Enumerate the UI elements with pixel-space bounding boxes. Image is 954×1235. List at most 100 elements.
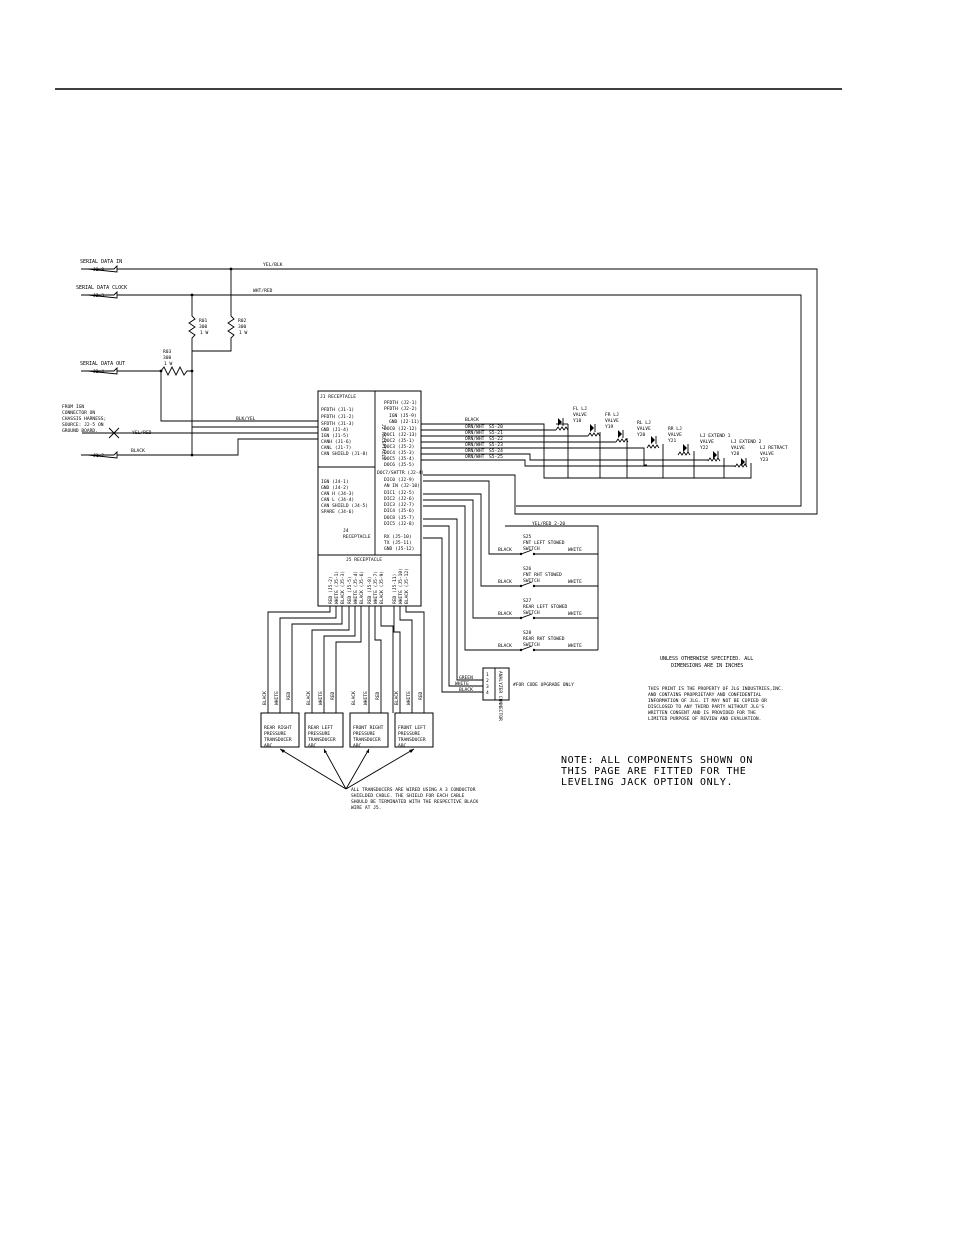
svg-text:S27: S27 xyxy=(523,598,532,604)
transducer-wire-labels: BLACK WHITE RED BLACK WHITE RED BLACK WH… xyxy=(262,691,424,705)
svg-text:3: 3 xyxy=(486,684,489,690)
svg-text:BLACK: BLACK xyxy=(498,611,512,617)
svg-text:LJ EXTEND 2: LJ EXTEND 2 xyxy=(731,439,762,445)
svg-text:CAN SHIELD (J1-8): CAN SHIELD (J1-8) xyxy=(321,451,368,457)
svg-text:ABC: ABC xyxy=(308,743,317,749)
transducer-note: ALL TRANSDUCERS ARE WIRED USING A 3 COND… xyxy=(351,787,478,811)
resistor-r01: R01 300 1 W xyxy=(199,318,209,336)
svg-text:PRESSURE: PRESSURE xyxy=(398,731,420,737)
svg-text:CAN L (J4-4): CAN L (J4-4) xyxy=(321,497,354,503)
svg-text:FR LJ: FR LJ xyxy=(605,412,619,418)
svg-text:WHITE: WHITE xyxy=(406,691,412,705)
svg-text:RED (J5-5): RED (J5-5) xyxy=(347,576,353,604)
svg-text:R02: R02 xyxy=(238,318,247,324)
j4-title: J4 xyxy=(343,528,349,534)
j1-pin-list: PFDTH (J1-1) PFDTH (J1-2) SFDTH (J1-3) G… xyxy=(321,407,368,457)
svg-text:WRITTEN CONSENT AND IS PROVIDE: WRITTEN CONSENT AND IS PROVIDED FOR THE xyxy=(648,710,756,716)
svg-text:LJ RETRACT: LJ RETRACT xyxy=(760,445,788,451)
svg-text:DIC1 (J2-5): DIC1 (J2-5) xyxy=(384,490,414,496)
svg-text:PFDTH (J2-2): PFDTH (J2-2) xyxy=(384,406,417,412)
svg-text:IGN (J4-1): IGN (J4-1) xyxy=(321,479,349,485)
serial-data-clock-label: SERIAL DATA CLOCK xyxy=(76,285,127,291)
valve-fl-lj: FL LJ VALVE Y18 xyxy=(555,406,587,431)
svg-text:TRANSDUCER: TRANSDUCER xyxy=(308,737,336,743)
svg-text:DOC8 (J5-7): DOC8 (J5-7) xyxy=(384,515,414,521)
svg-text:CAN H (J4-3): CAN H (J4-3) xyxy=(321,491,354,497)
svg-text:RED (J5-8): RED (J5-8) xyxy=(367,576,373,604)
svg-text:RED (J5-11): RED (J5-11) xyxy=(392,574,398,604)
svg-text:DIC2 (J2-6): DIC2 (J2-6) xyxy=(384,496,414,502)
svg-text:ORN/WHT: ORN/WHT xyxy=(465,448,485,454)
svg-text:DOC7/SHTTR (J2-4): DOC7/SHTTR (J2-4) xyxy=(377,470,424,476)
svg-text:RED: RED xyxy=(286,691,292,700)
analyzer-connector: 1 2 3 4 ANALYZER CONNECTOR GREEN WHITE B… xyxy=(455,667,574,721)
analyzer-note: #FOR CODE UPGRADE ONLY xyxy=(513,682,574,688)
svg-text:INFORMATION OF JLG. IT MAY NO: INFORMATION OF JLG. IT MAY NOT BE COPIED… xyxy=(648,698,767,704)
svg-text:GREEN: GREEN xyxy=(459,675,473,681)
svg-text:BLACK (J5-6): BLACK (J5-6) xyxy=(359,571,365,604)
svg-text:AN IN (J2-10): AN IN (J2-10) xyxy=(384,483,420,489)
transducer-note-leaders xyxy=(279,748,415,790)
valve-lj-extend-1: LJ EXTEND 1 VALVE Y22 xyxy=(677,433,731,456)
svg-text:S5-20: S5-20 xyxy=(489,424,503,430)
j5-title: J5 RECEPTACLE xyxy=(346,557,382,563)
svg-text:1 W: 1 W xyxy=(164,361,173,367)
svg-text:BLACK: BLACK xyxy=(306,691,312,705)
svg-text:WHITE: WHITE xyxy=(363,691,369,705)
svg-text:THIS PAGE ARE FITTED FOR THE: THIS PAGE ARE FITTED FOR THE xyxy=(561,766,746,777)
svg-text:ALL TRANSDUCERS ARE WIRED USIN: ALL TRANSDUCERS ARE WIRED USING A 3 COND… xyxy=(351,787,476,793)
svg-text:BLACK: BLACK xyxy=(465,417,479,423)
svg-text:VALVE: VALVE xyxy=(573,412,587,418)
svg-text:FRONT LEFT: FRONT LEFT xyxy=(398,725,426,731)
svg-text:ANALYZER CONNECTOR: ANALYZER CONNECTOR xyxy=(497,671,503,721)
svg-text:WHITE: WHITE xyxy=(568,643,582,649)
svg-text:DOC4 (J5-3): DOC4 (J5-3) xyxy=(384,450,414,456)
wire-cut-mark xyxy=(108,427,120,439)
valve-wire-labels: BLACK ORN/WHT S5-20 ORN/WHT S5-21 ORN/WH… xyxy=(465,417,503,460)
property-note: THIS PRINT IS THE PROPERTY OF JLG INDUST… xyxy=(648,686,784,722)
yel-blk-wire-label: YEL/BLK xyxy=(263,262,283,268)
svg-text:PFDTH (J1-1): PFDTH (J1-1) xyxy=(321,407,354,413)
svg-text:DOC3 (J5-2): DOC3 (J5-2) xyxy=(384,444,414,450)
svg-text:UNLESS OTHERWISE SPECIFIED. AL: UNLESS OTHERWISE SPECIFIED. ALL xyxy=(660,656,753,662)
svg-text:Y28: Y28 xyxy=(731,451,740,457)
svg-text:FROM IGN: FROM IGN xyxy=(62,404,84,410)
serial-data-in: SERIAL DATA IN J2-9 YEL/BLK xyxy=(80,259,283,273)
svg-text:WHITE: WHITE xyxy=(274,691,280,705)
svg-text:S5-25: S5-25 xyxy=(489,454,503,460)
svg-text:DOC0 (J2-12): DOC0 (J2-12) xyxy=(384,426,417,432)
svg-text:BLACK: BLACK xyxy=(351,691,357,705)
valve-lj-extend-2: LJ EXTEND 2 VALVE Y28 xyxy=(707,439,762,462)
svg-text:REAR RHT STOWED: REAR RHT STOWED xyxy=(523,636,565,642)
svg-text:BLACK: BLACK xyxy=(394,691,400,705)
svg-text:RED (J5-2): RED (J5-2) xyxy=(328,576,334,604)
svg-text:FL LJ: FL LJ xyxy=(573,406,587,412)
black-ground-wire-label: BLACK xyxy=(131,448,145,454)
svg-text:PRESSURE: PRESSURE xyxy=(353,731,375,737)
svg-text:TRANSDUCER: TRANSDUCER xyxy=(264,737,292,743)
svg-text:THIS PRINT IS THE PROPERTY OF: THIS PRINT IS THE PROPERTY OF JLG INDUST… xyxy=(648,686,784,692)
svg-text:S5-24: S5-24 xyxy=(489,448,503,454)
svg-text:ORN/WHT: ORN/WHT xyxy=(465,454,485,460)
svg-text:IGN (J5-9): IGN (J5-9) xyxy=(389,413,417,419)
transducer-rear-left: REAR LEFT PRESSURE TRANSDUCER ABC xyxy=(304,712,344,749)
valve-rr-lj: RR LJ VALVE Y21 xyxy=(646,426,682,449)
svg-text:ORN/WHT: ORN/WHT xyxy=(465,442,485,448)
svg-text:WHITE: WHITE xyxy=(568,547,582,553)
svg-text:WHITE (J5-7): WHITE (J5-7) xyxy=(373,571,379,604)
svg-text:S26: S26 xyxy=(523,566,532,572)
svg-text:VALVE: VALVE xyxy=(731,445,745,451)
j1-title: J1 RECEPTACLE xyxy=(320,394,356,400)
svg-text:DIC4 (J5-6): DIC4 (J5-6) xyxy=(384,508,414,514)
svg-text:RED: RED xyxy=(330,691,336,700)
serial-data-out-pin: J2-4 xyxy=(93,369,104,375)
svg-text:LIMITED PURPOSE OF REVIEW AND: LIMITED PURPOSE OF REVIEW AND EVALUATION… xyxy=(648,716,761,722)
svg-text:SHOULD BE TERMINATED WITH THE: SHOULD BE TERMINATED WITH THE RESPECTIVE… xyxy=(351,799,478,805)
svg-text:GND (J2-11): GND (J2-11) xyxy=(389,419,419,425)
svg-text:BLACK: BLACK xyxy=(498,579,512,585)
svg-text:LEVELING JACK OPTION ONLY.: LEVELING JACK OPTION ONLY. xyxy=(561,777,733,788)
resistor-r03: R03 300 1 W xyxy=(163,349,173,367)
svg-text:RL LJ: RL LJ xyxy=(637,420,651,426)
wht-red-wire-label: WHT/RED xyxy=(253,288,273,294)
svg-text:DIMENSIONS ARE IN INCHES: DIMENSIONS ARE IN INCHES xyxy=(671,663,743,669)
